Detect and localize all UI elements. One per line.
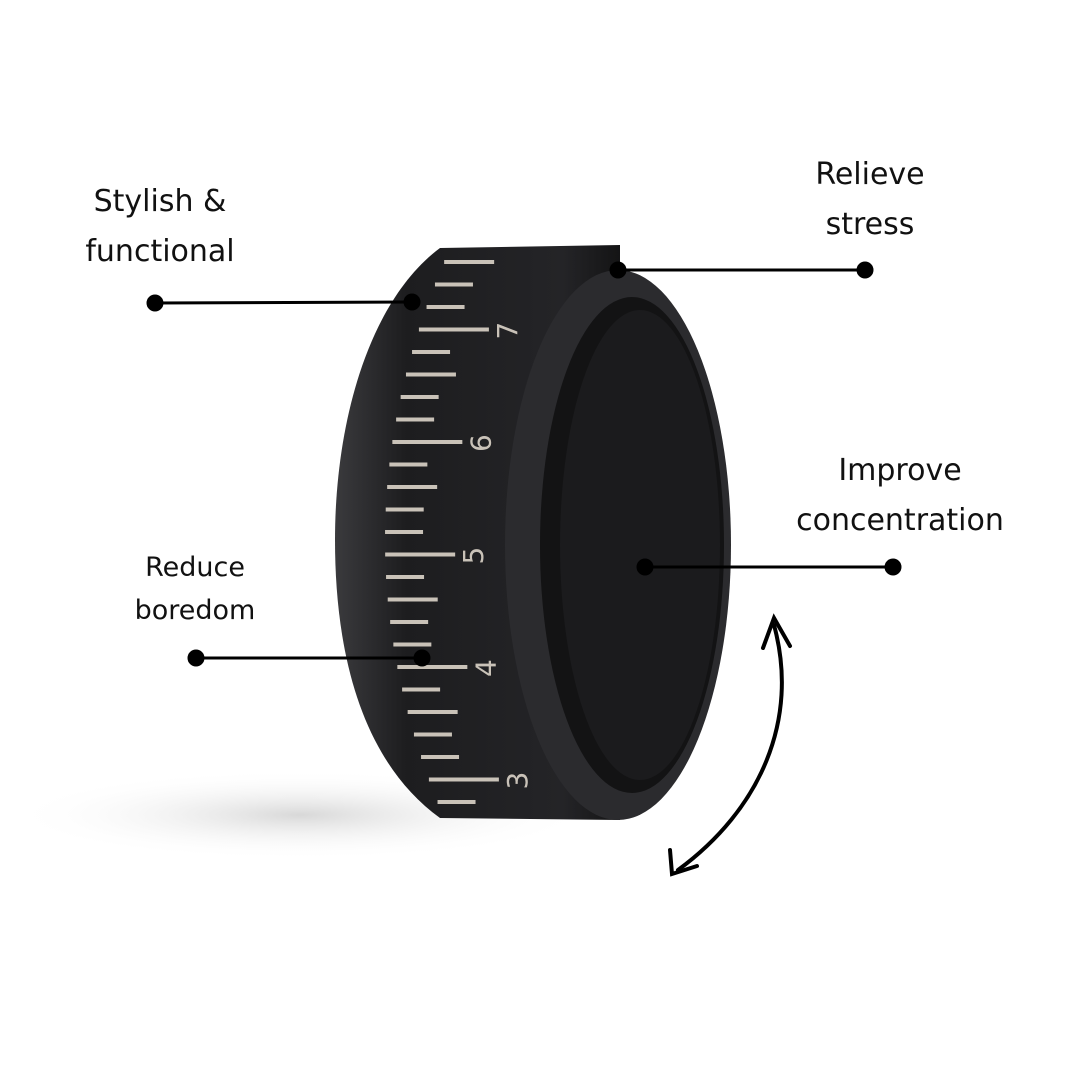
curved-double-arrow-icon	[668, 613, 792, 877]
callout-text: Reduce	[145, 552, 245, 583]
scale-number: 4	[469, 659, 502, 677]
callout-boredom: Reduce boredom	[100, 546, 290, 632]
callout-concentration: Improve concentration	[790, 446, 1010, 546]
callout-relieve-stress: Relieve stress	[770, 150, 970, 250]
callout-text: Stylish &	[93, 184, 227, 219]
scale-number: 7	[491, 322, 524, 340]
callout-text: functional	[85, 234, 235, 269]
ruler-engraving: 7 6 5 4 3	[385, 260, 534, 804]
callout-text: boredom	[134, 595, 256, 626]
scale-number: 5	[457, 547, 490, 565]
callout-text: stress	[825, 207, 915, 242]
scale-number: 6	[464, 434, 497, 452]
ring-inner-wall	[560, 310, 720, 780]
callout-text: concentration	[796, 503, 1004, 538]
callout-stylish: Stylish & functional	[60, 177, 260, 277]
callout-text: Relieve	[815, 157, 925, 192]
scale-number: 3	[501, 772, 534, 790]
callout-lines	[146, 261, 902, 667]
callout-text: Improve	[838, 453, 962, 488]
